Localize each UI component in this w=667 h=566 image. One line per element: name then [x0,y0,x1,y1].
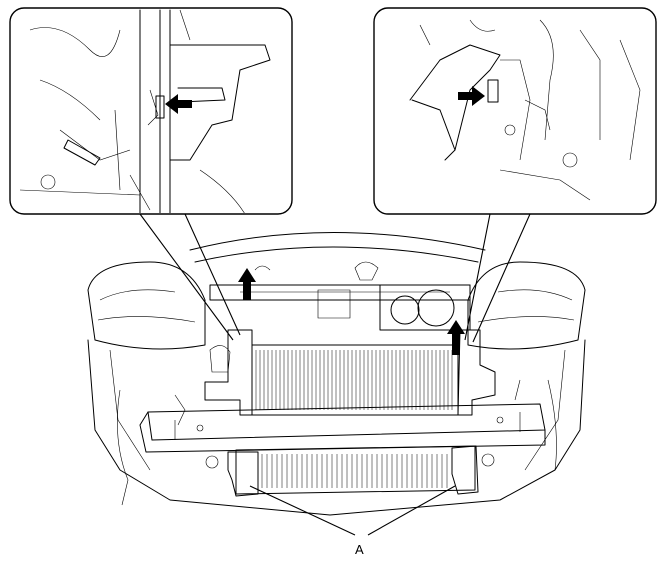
lower-air-guard-left [227,451,259,497]
arrow-left-icon [165,94,192,114]
arrow-right-icon [458,86,485,106]
lower-grille-fins [261,454,448,488]
callout-right-detail [373,7,657,343]
arrow-up-icon [447,320,465,355]
callout-right-leader [464,213,531,343]
label-a-leader [249,485,456,536]
part-label-a: A [355,542,364,557]
arrow-up-icon [238,268,256,300]
lower-air-guard-right [451,445,479,495]
vehicle-front-view [87,232,586,516]
callout-left-leader [139,213,241,341]
condenser-fins [255,350,453,410]
callout-left-detail [9,7,293,341]
